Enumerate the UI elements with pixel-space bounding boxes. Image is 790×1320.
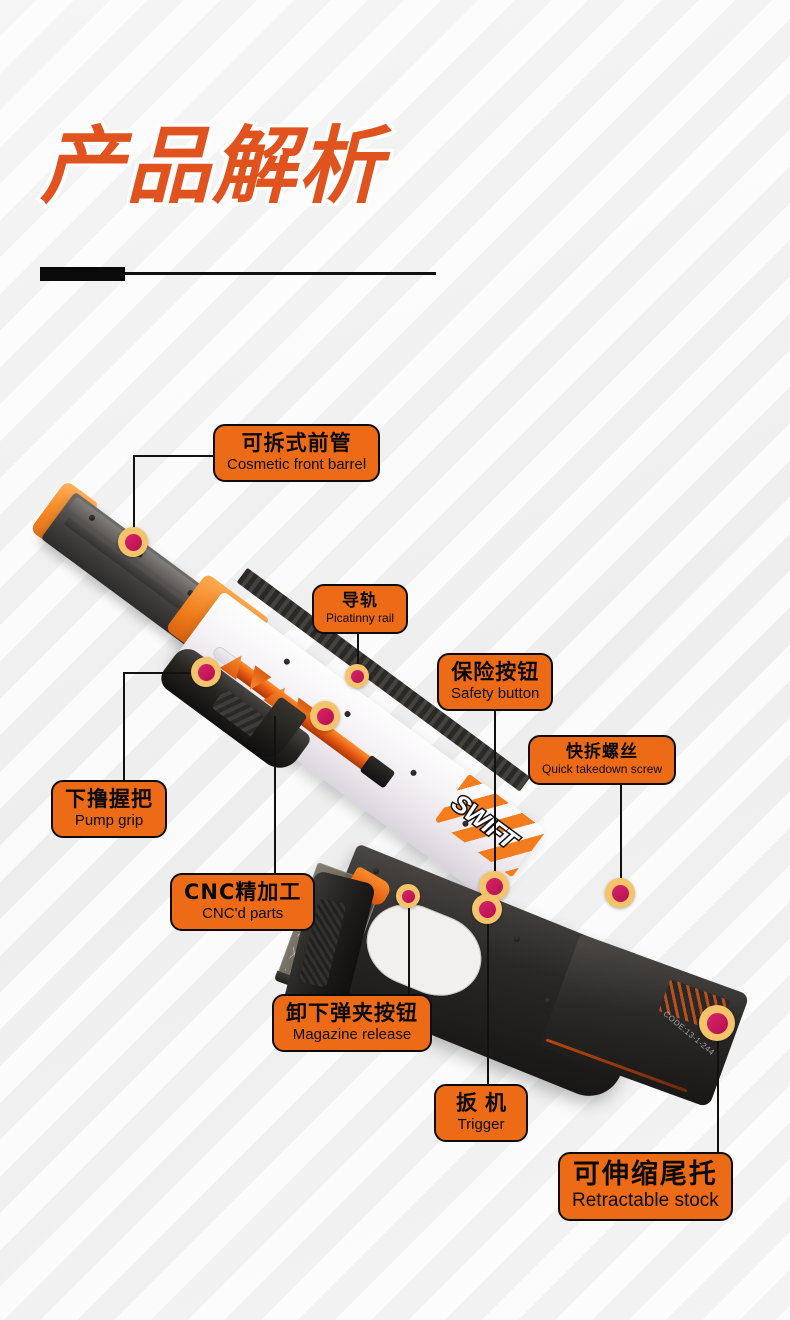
marker-pump-grip[interactable]: [191, 657, 221, 687]
leader-line-quick-takedown-screw: [620, 778, 622, 893]
callout-picatinny-rail[interactable]: 导轨 Picatinny rail: [312, 584, 409, 635]
marker-quick-takedown-screw[interactable]: [605, 878, 635, 908]
callout-label-cn: 下撸握把: [65, 787, 153, 811]
leader-line-cnc-parts: [274, 716, 276, 873]
callout-label-en: Picatinny rail: [326, 611, 395, 626]
leader-line-trigger: [487, 888, 489, 1084]
callout-label-cn: 卸下弹夹按钮: [286, 1001, 418, 1025]
marker-magazine-release[interactable]: [396, 884, 420, 908]
callout-label-cn: 可拆式前管: [241, 431, 352, 455]
callout-label-en: Retractable stock: [572, 1190, 719, 1212]
receiver-screw: [282, 657, 292, 666]
leader-line-pump-grip: [123, 672, 125, 780]
receiver-screw: [409, 768, 418, 777]
page-title: 产品解析: [37, 114, 385, 218]
callout-label-cn: 导轨: [342, 591, 379, 611]
section-divider: [40, 267, 436, 281]
divider-line: [125, 272, 436, 275]
receiver-screw: [343, 709, 352, 719]
leader-line-picatinny-rail: [357, 626, 359, 676]
callout-label-cn: CNC精加工: [184, 880, 302, 904]
callout-magazine-release[interactable]: 卸下弹夹按钮 Magazine release: [272, 994, 432, 1052]
callout-label-en: Pump grip: [74, 811, 144, 829]
lower-screw: [543, 997, 552, 1005]
callout-retractable-stock[interactable]: 可伸缩尾托 Retractable stock: [558, 1152, 733, 1221]
callout-quick-takedown-screw[interactable]: 快拆螺丝 Quick takedown screw: [528, 735, 677, 786]
callout-label-en: Magazine release: [292, 1025, 412, 1043]
leader-line-cosmetic-front-barrel: [133, 455, 135, 542]
marker-picatinny-rail[interactable]: [345, 664, 369, 688]
callout-label-en: Safety button: [451, 684, 540, 702]
page-title-block: 产品解析: [37, 112, 660, 232]
lower-screw: [513, 934, 521, 943]
callout-label-en: Trigger: [457, 1115, 505, 1133]
marker-retractable-stock[interactable]: [699, 1005, 735, 1041]
callout-safety-button[interactable]: 保险按钮 Safety button: [437, 653, 554, 711]
leader-line-safety-button: [494, 703, 496, 886]
callout-label-en: Cosmetic front barrel: [227, 455, 367, 473]
callout-cnc-parts[interactable]: CNC精加工 CNC'd parts: [170, 873, 316, 931]
callout-pump-grip[interactable]: 下撸握把 Pump grip: [51, 780, 167, 838]
marker-cnc-parts[interactable]: [310, 701, 340, 731]
callout-label-cn: 快拆螺丝: [566, 742, 639, 762]
callout-label-en: Quick takedown screw: [542, 762, 663, 777]
callout-trigger[interactable]: 扳机 Trigger: [434, 1084, 528, 1142]
leader-line-pump-grip: [123, 672, 206, 674]
callout-label-cn: 可伸缩尾托: [572, 1159, 718, 1190]
callout-cosmetic-front-barrel[interactable]: 可拆式前管 Cosmetic front barrel: [213, 424, 381, 482]
leader-line-cosmetic-front-barrel: [133, 455, 243, 457]
callout-label-cn: 保险按钮: [451, 660, 540, 684]
marker-trigger[interactable]: [472, 894, 502, 924]
leader-line-magazine-release: [408, 908, 410, 994]
marker-cosmetic-front-barrel[interactable]: [118, 527, 148, 557]
callout-label-cn: 扳机: [456, 1091, 514, 1115]
callout-label-en: CNC'd parts: [202, 904, 284, 922]
leader-line-retractable-stock: [717, 1030, 719, 1152]
divider-block: [40, 267, 125, 281]
